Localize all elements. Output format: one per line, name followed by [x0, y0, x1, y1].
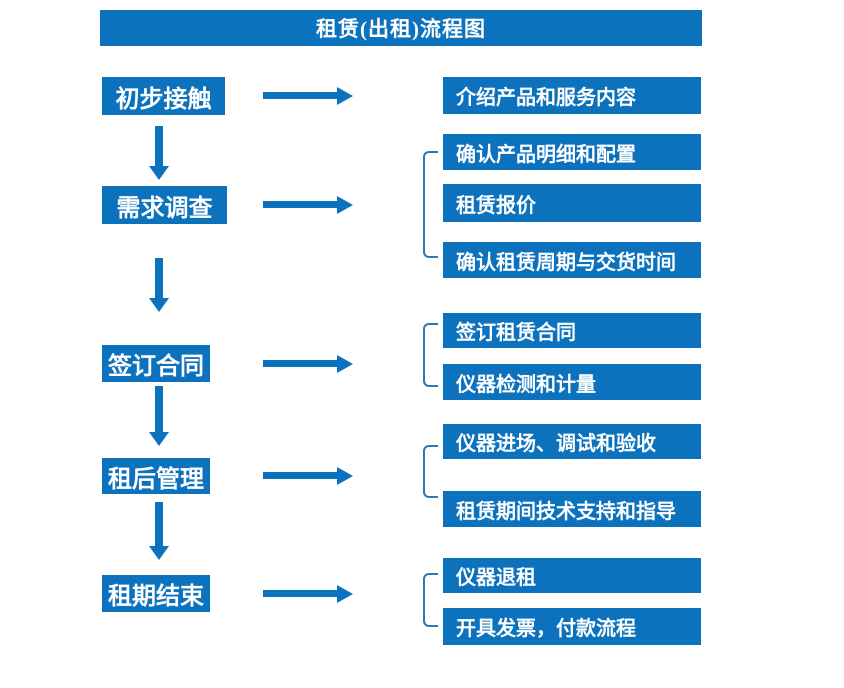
step-demand-survey: 需求调查: [102, 186, 227, 224]
detail-confirm-period-delivery: 确认租赁周期与交货时间: [443, 242, 701, 278]
detail-introduce-products: 介绍产品和服务内容: [443, 77, 701, 114]
right-arrow-4: [263, 472, 337, 479]
down-arrow-3: [155, 386, 163, 432]
detail-tech-support: 租赁期间技术支持和指导: [443, 491, 701, 527]
detail-confirm-product-config: 确认产品明细和配置: [443, 134, 701, 170]
down-arrow-1: [155, 126, 163, 166]
right-arrow-2: [263, 201, 337, 208]
step-rental-end: 租期结束: [102, 575, 210, 612]
right-arrow-5: [263, 590, 337, 597]
step-sign-contract: 签订合同: [102, 345, 210, 382]
detail-invoice-payment: 开具发票，付款流程: [443, 608, 701, 645]
right-arrow-1: [263, 92, 337, 99]
down-arrow-2: [155, 258, 163, 298]
step-post-rental-management: 租后管理: [102, 458, 210, 494]
down-arrow-4: [155, 502, 163, 546]
detail-instrument-testing: 仪器检测和计量: [443, 364, 701, 400]
right-arrow-3: [263, 360, 337, 367]
detail-instrument-return: 仪器退租: [443, 558, 701, 593]
flowchart-title: 租赁(出租)流程图: [100, 10, 702, 46]
step-initial-contact: 初步接触: [102, 77, 225, 115]
detail-sign-rental-contract: 签订租赁合同: [443, 313, 701, 348]
group-bracket-post-rental: [423, 445, 438, 498]
detail-instrument-setup-acceptance: 仪器进场、调试和验收: [443, 424, 701, 459]
group-bracket-sign-contract: [423, 323, 438, 387]
group-bracket-rental-end: [423, 573, 438, 627]
detail-rental-quotation: 租赁报价: [443, 184, 701, 222]
group-bracket-demand-survey: [423, 151, 438, 258]
